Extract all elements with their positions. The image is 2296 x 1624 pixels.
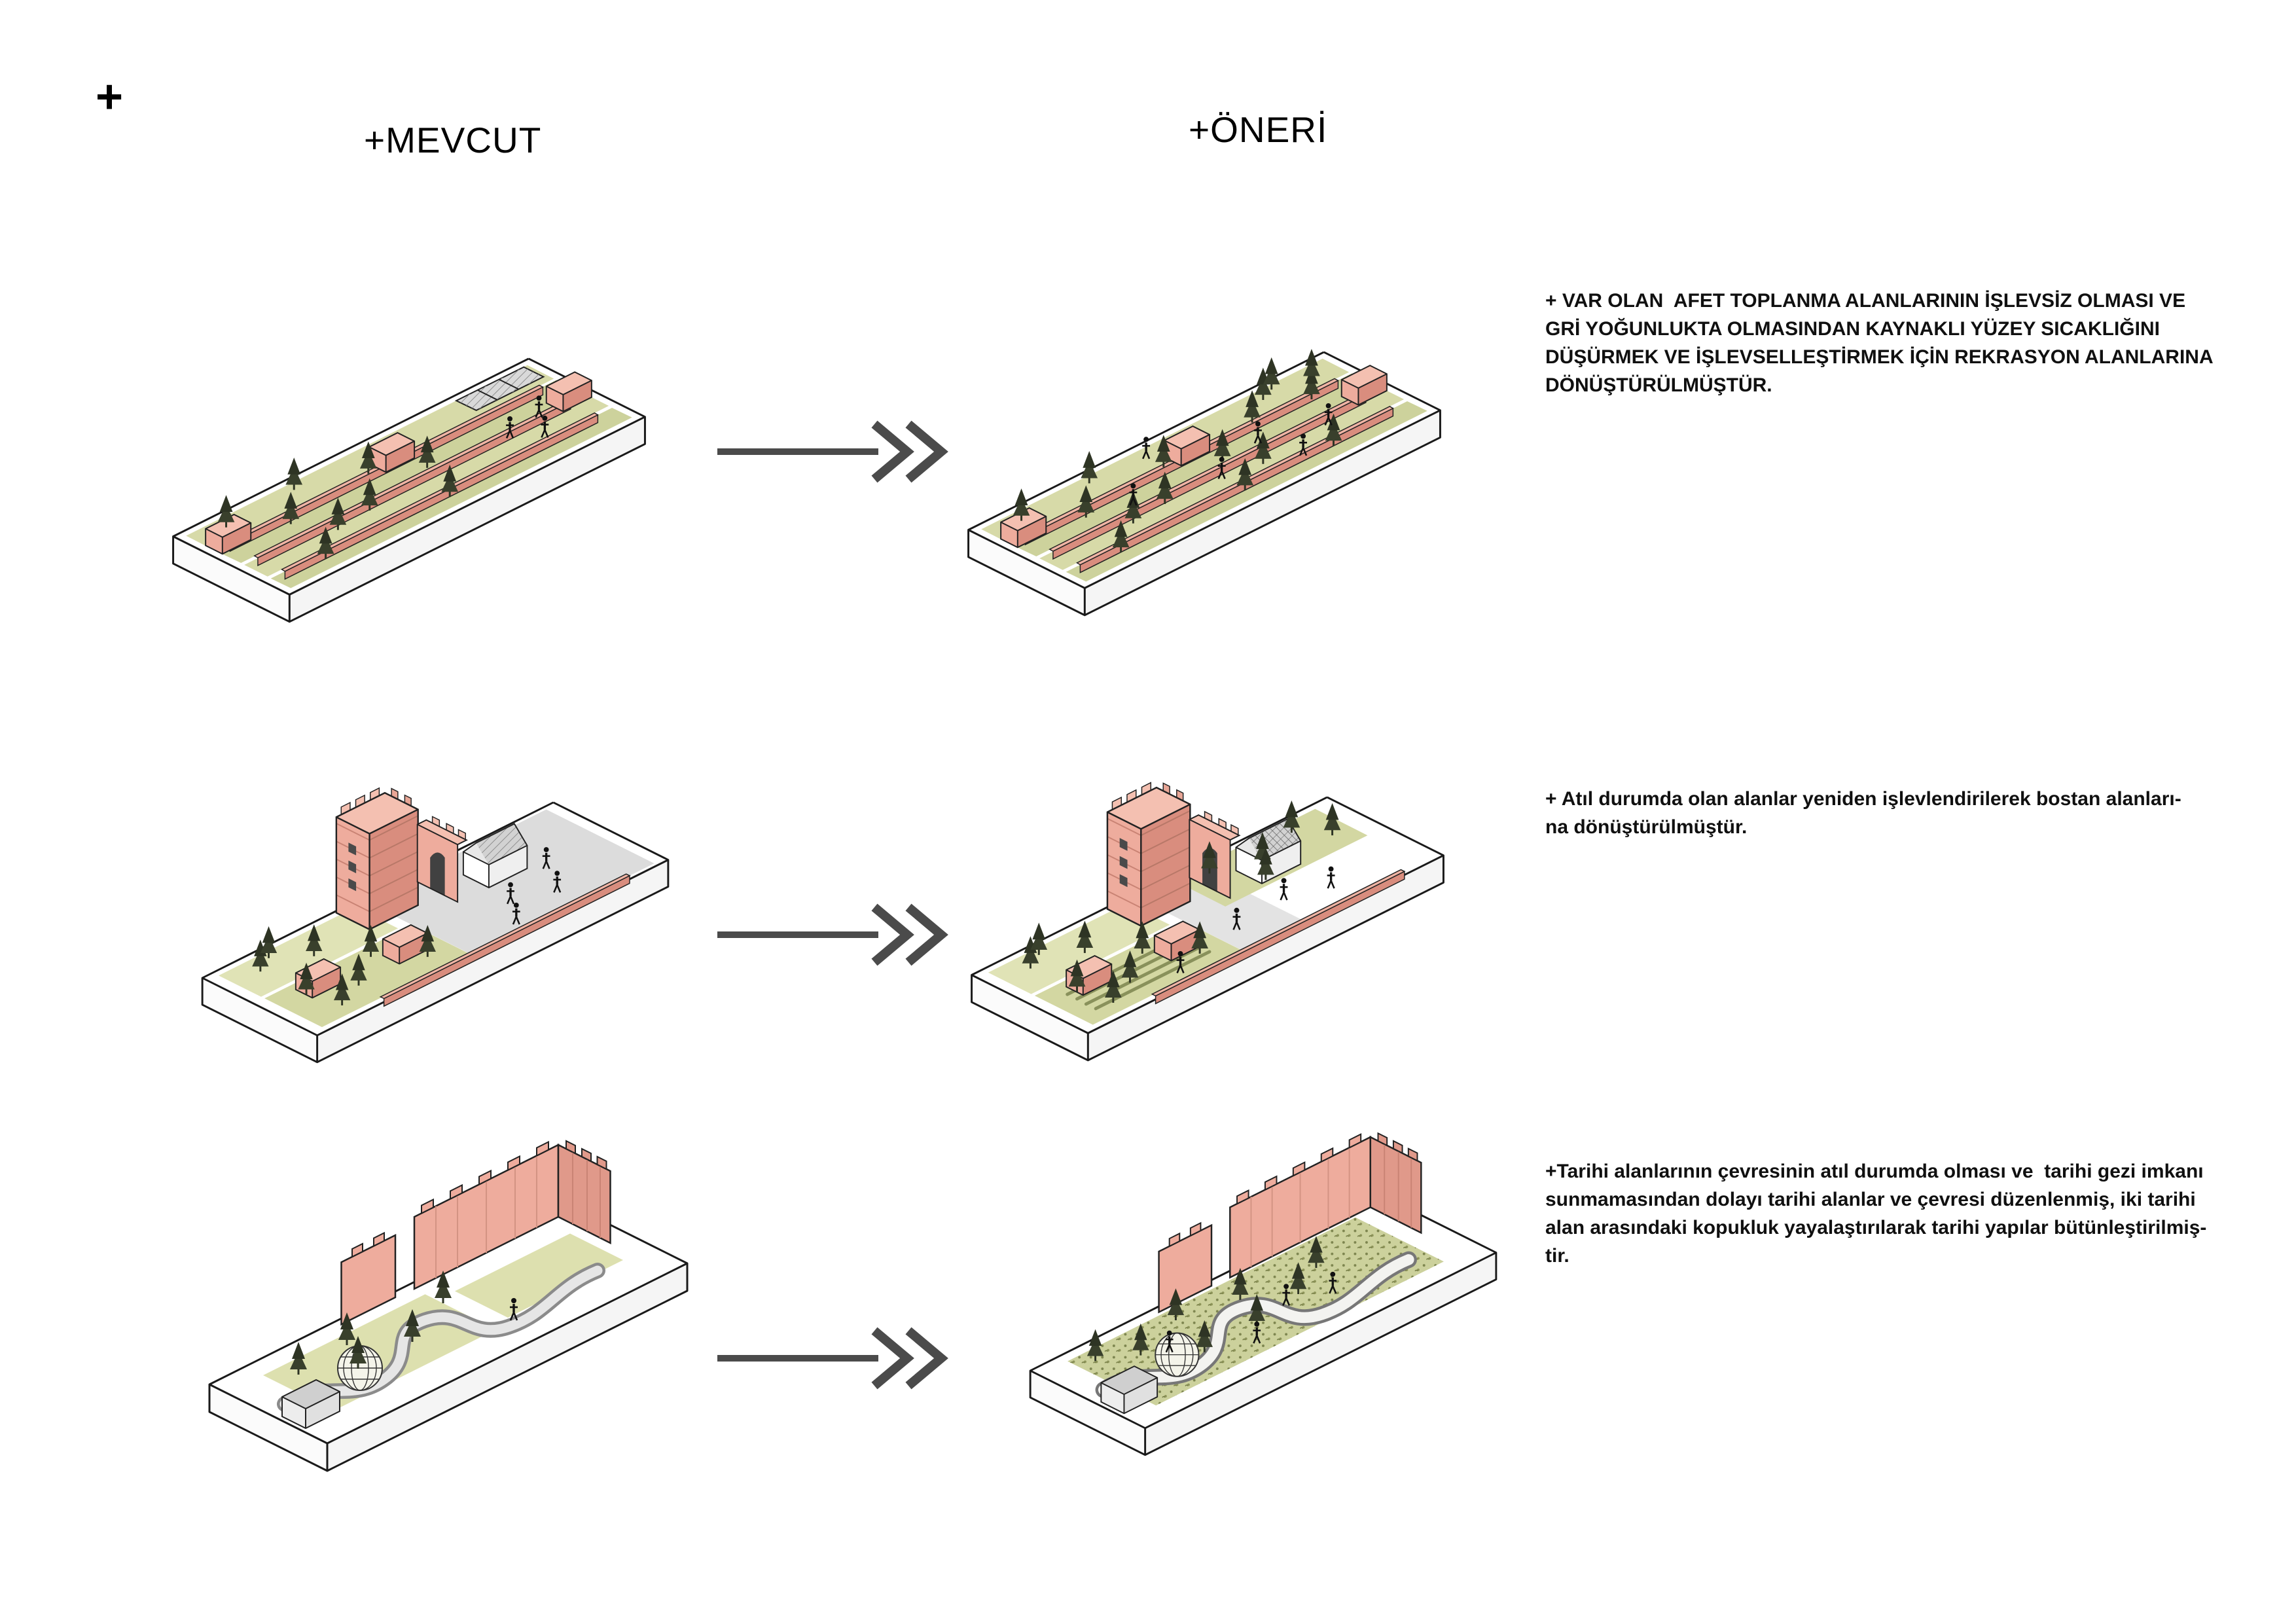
row2-proposal-diagram — [949, 691, 1466, 1091]
plus-mark: + — [96, 71, 124, 123]
annotation-line: alan arasındaki kopukluk yayalaştırılara… — [1545, 1217, 2207, 1238]
green-area-upper — [988, 903, 1170, 994]
transformation-arrow — [713, 901, 962, 969]
row3-proposal-diagram — [1008, 1090, 1518, 1486]
building-roofs — [454, 366, 545, 412]
transformation-arrow — [713, 1324, 962, 1392]
row3-existing-diagram — [187, 1096, 710, 1502]
existing-column-title: +MEVCUT — [364, 120, 542, 160]
annotation-line: na dönüştürülmüştür. — [1545, 816, 1748, 838]
annotation-line: DÖNÜŞTÜRÜLMÜŞTÜR. — [1545, 374, 1772, 396]
row1-existing-diagram — [151, 252, 668, 653]
annotation-line: + VAR OLAN AFET TOPLANMA ALANLARININ İŞL… — [1545, 290, 2186, 312]
annotation-line: GRİ YOĞUNLUKTA OLMASINDAN KAYNAKLI YÜZEY… — [1545, 318, 2160, 340]
row3-annotation: +Tarihi alanlarının çevresinin atıl duru… — [1545, 1157, 2239, 1270]
annotation-line: sunmamasından dolayı tarihi alanlar ve ç… — [1545, 1189, 2196, 1210]
annotation-line: +Tarihi alanlarının çevresinin atıl duru… — [1545, 1161, 2204, 1182]
row1-proposal-diagram — [946, 245, 1463, 646]
annotation-line: DÜŞÜRMEK VE İŞLEVSELLEŞTİRMEK İÇİN REKRA… — [1545, 346, 2214, 368]
lattice-dome — [1155, 1332, 1200, 1377]
row2-existing-diagram — [180, 697, 691, 1093]
green-patch — [455, 1233, 623, 1318]
annotation-line: + Atıl durumda olan alanlar yeniden işle… — [1545, 788, 2181, 810]
historic-tower — [1106, 782, 1191, 927]
boundary-wall — [1151, 869, 1406, 1005]
row1-annotation: + VAR OLAN AFET TOPLANMA ALANLARININ İŞL… — [1545, 287, 2239, 399]
annotation-line: tir. — [1545, 1245, 1570, 1267]
proposal-column-title: +ÖNERİ — [1189, 109, 1328, 150]
green-area-upper — [218, 907, 399, 997]
transformation-arrow — [713, 418, 962, 486]
row2-annotation: + Atıl durumda olan alanlar yeniden işle… — [1545, 785, 2239, 841]
gray-paving-area — [363, 809, 655, 955]
historic-tower — [335, 787, 419, 931]
boundary-wall — [379, 873, 631, 1007]
